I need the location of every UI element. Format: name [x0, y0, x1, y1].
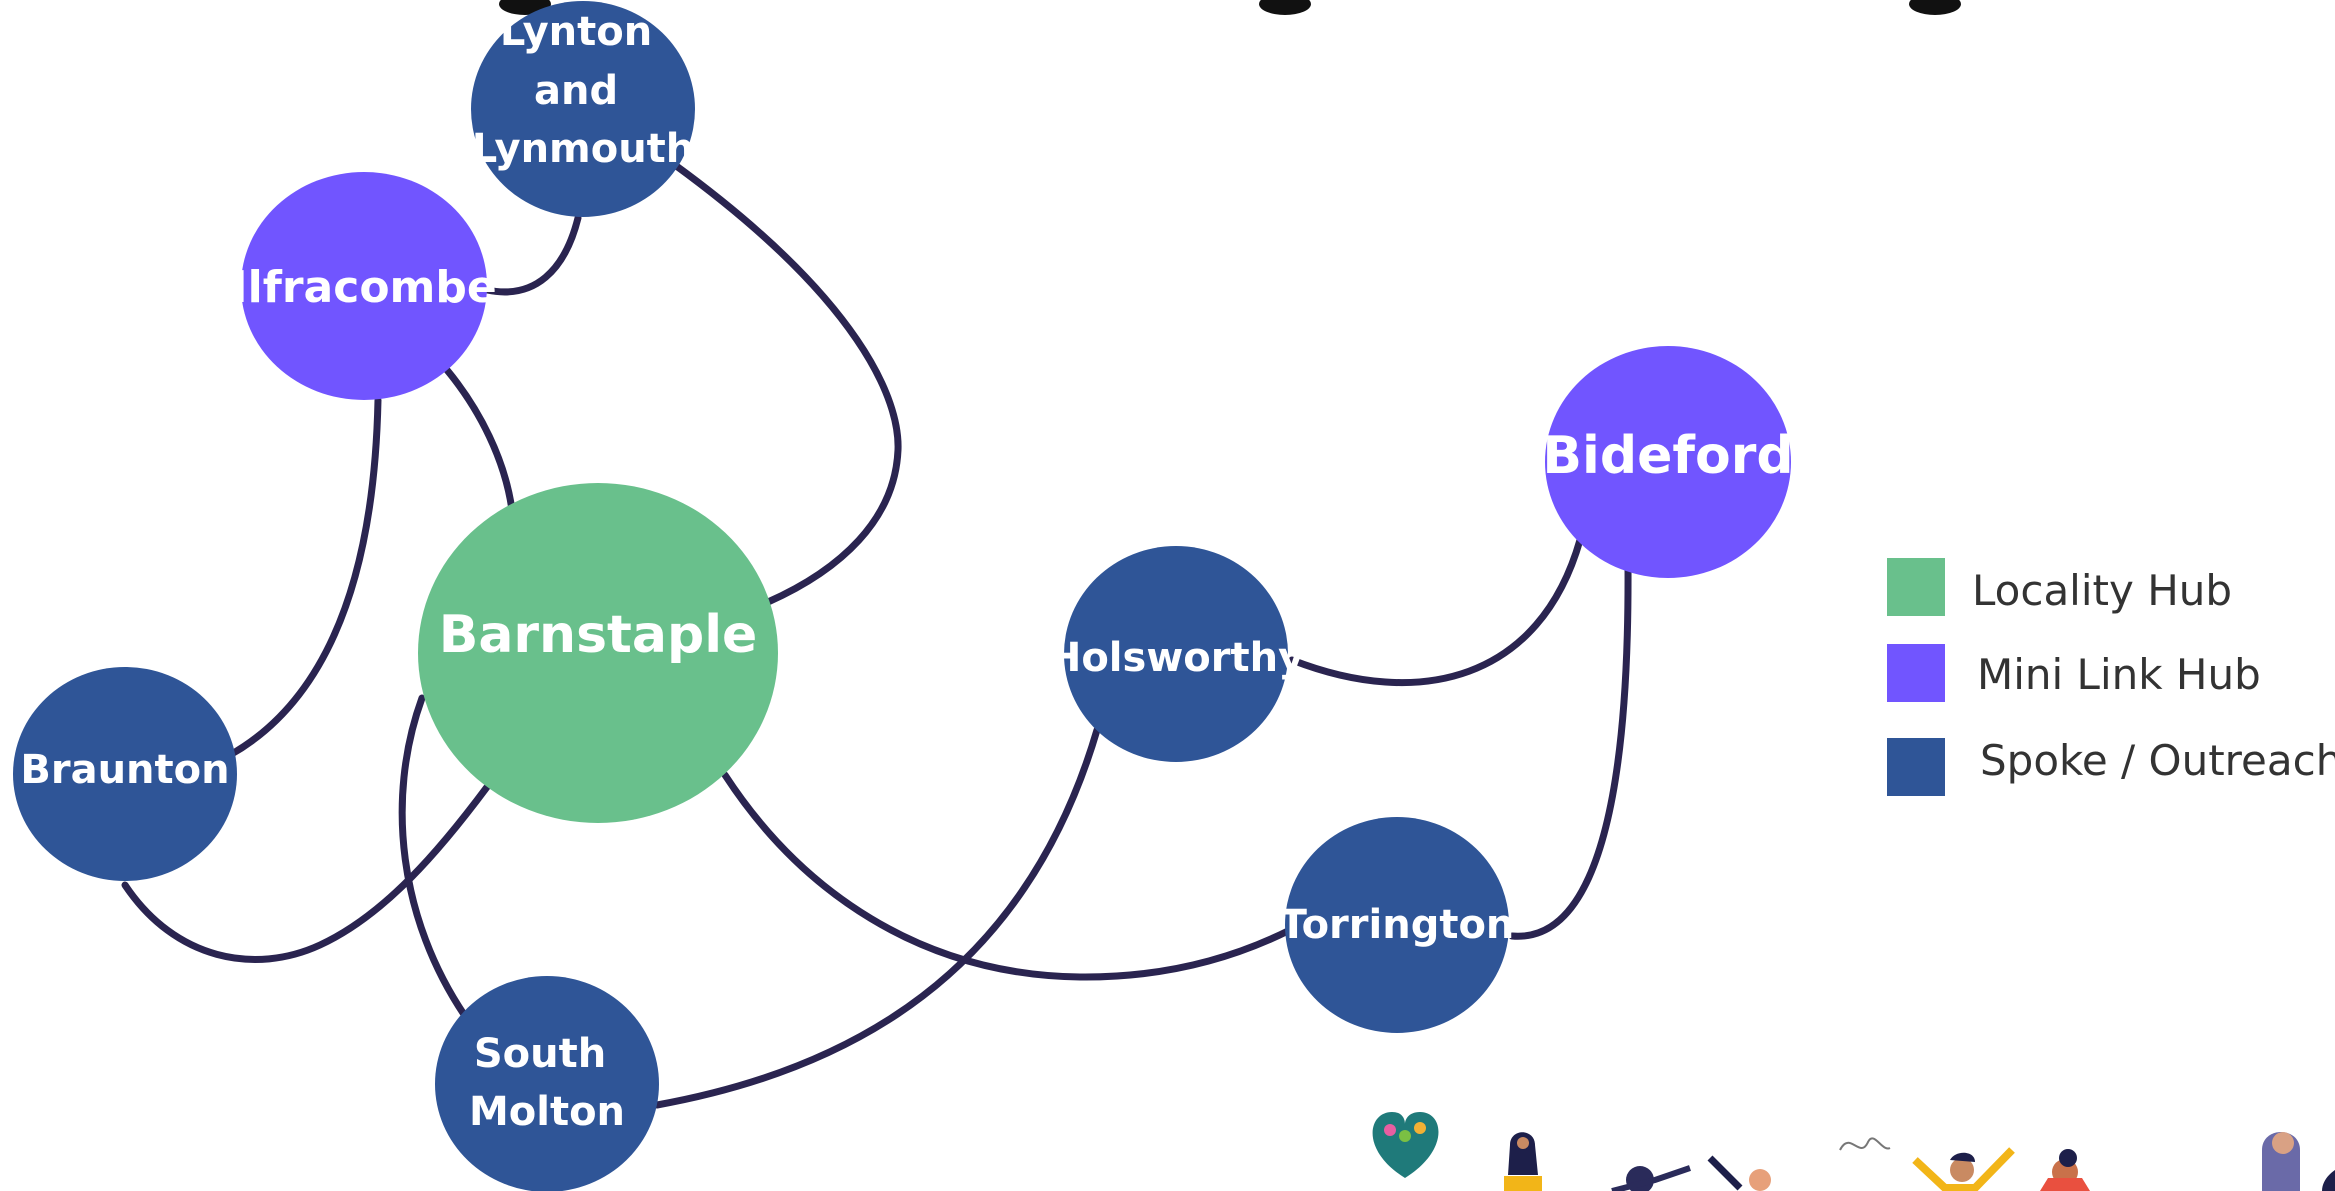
- node-ilfracombe: Ilfracombe: [231, 172, 497, 400]
- node-holsworthy-circle: [1064, 546, 1288, 762]
- legend: Locality Hub Mini Link Hub Spoke / Outre…: [1887, 558, 2335, 796]
- connector-lines: [121, 161, 1632, 1109]
- person-child-icon: [2040, 1149, 2090, 1191]
- person-arms-up-icon: [1707, 1155, 1771, 1191]
- legend-label-mini-link-hub: Mini Link Hub: [1977, 650, 2261, 699]
- edge-barnstaple-torrington: [721, 771, 1294, 981]
- node-ilfracombe-circle: [241, 172, 487, 400]
- node-barnstaple-circle: [418, 483, 778, 823]
- node-holsworthy: Holsworthy: [1048, 546, 1304, 762]
- node-braunton-label: Braunton: [20, 747, 229, 793]
- person-cropped-edge-icon: [2322, 1170, 2335, 1191]
- node-holsworthy-label: Holsworthy: [1048, 635, 1304, 681]
- node-lynton-label: Lynton and Lynmouth: [472, 9, 695, 172]
- edge-southmolton-holsworthy: [653, 726, 1101, 1109]
- node-barnstaple: Barnstaple: [418, 483, 778, 823]
- node-lynton-circle: [471, 1, 695, 217]
- node-ilfracombe-label: Ilfracombe: [231, 262, 496, 313]
- node-bideford: Bideford: [1542, 346, 1794, 578]
- legend-label-spoke-outreach: Spoke / Outreach: [1980, 736, 2335, 785]
- person-waving-icon: [1611, 1165, 1691, 1191]
- legend-swatch-spoke-outreach: [1887, 738, 1945, 796]
- legend-swatch-locality-hub: [1887, 558, 1945, 616]
- node-bideford-circle: [1545, 346, 1791, 578]
- legend-label-locality-hub: Locality Hub: [1972, 566, 2232, 615]
- node-bideford-label: Bideford: [1542, 426, 1793, 486]
- person-cheering-icon: [1912, 1147, 2015, 1191]
- node-barnstaple-label: Barnstaple: [439, 605, 758, 665]
- node-torrington-label: Torrington: [1280, 902, 1515, 948]
- edge-ilfracombe-barnstaple: [443, 366, 516, 514]
- edge-barnstaple-southmolton: [398, 694, 469, 1020]
- node-braunton: Braunton: [13, 667, 237, 881]
- legend-item-locality-hub: Locality Hub: [1887, 558, 2232, 616]
- edge-holsworthy-bideford: [1288, 536, 1584, 687]
- legend-item-spoke-outreach: Spoke / Outreach: [1887, 736, 2335, 796]
- person-hijab-icon: [1504, 1132, 1542, 1191]
- legend-swatch-mini-link-hub: [1887, 644, 1945, 702]
- node-southmolton-circle: [435, 976, 659, 1191]
- edge-lynton-barnstaple: [671, 161, 902, 606]
- edge-torrington-bideford: [1508, 561, 1632, 940]
- person-elderly-icon: [2262, 1132, 2300, 1191]
- node-torrington: Torrington: [1280, 817, 1515, 1033]
- node-south-molton: South Molton: [435, 976, 659, 1191]
- cropped-title-fragment: [499, 0, 1961, 15]
- node-torrington-circle: [1285, 817, 1509, 1033]
- people-illustration: [1372, 1112, 2335, 1191]
- hub-nodes: Lynton and Lynmouth Ilfracombe Barnstapl…: [13, 1, 1794, 1191]
- edge-ilfracombe-braunton: [226, 396, 382, 759]
- node-lynton-and-lynmouth: Lynton and Lynmouth: [471, 1, 695, 217]
- heart-logo-icon: [1372, 1112, 1439, 1178]
- legend-item-mini-link-hub: Mini Link Hub: [1887, 644, 2261, 702]
- edge-lynton-ilfracombe: [483, 214, 582, 296]
- squiggle-icon: [1839, 1137, 1891, 1151]
- node-braunton-circle: [13, 667, 237, 881]
- node-southmolton-label: South Molton: [469, 1031, 625, 1135]
- edge-braunton-barnstaple: [121, 783, 491, 963]
